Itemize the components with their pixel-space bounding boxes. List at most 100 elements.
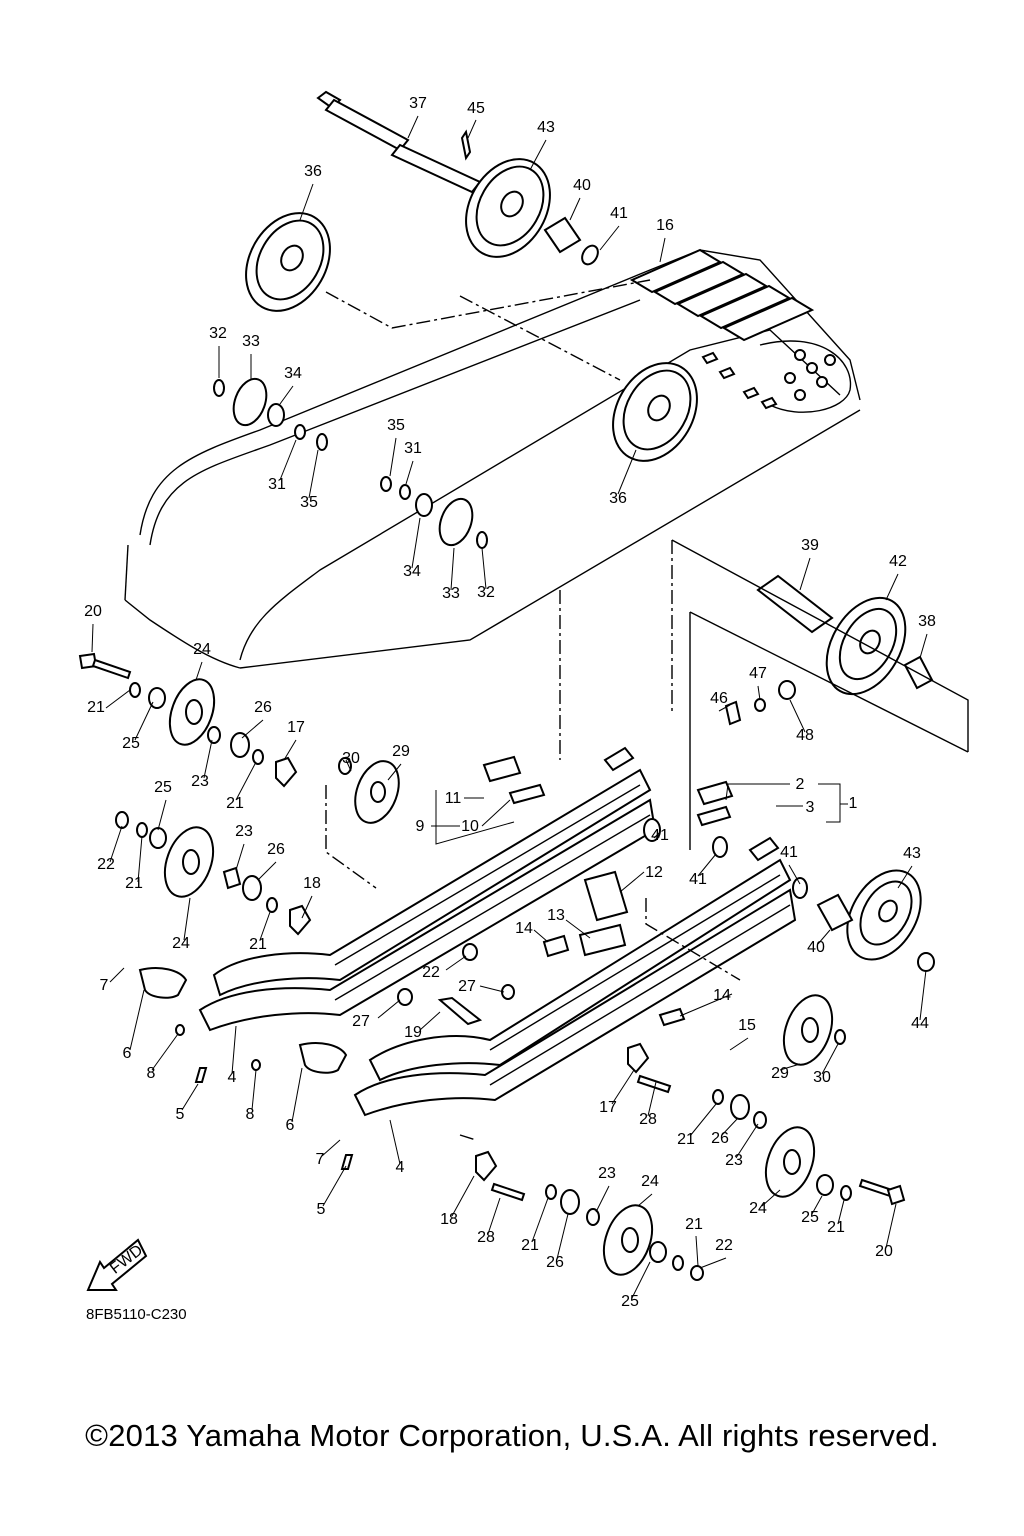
callout-21: 21 <box>125 875 143 892</box>
callout-31: 31 <box>404 440 422 457</box>
callout-47: 47 <box>749 665 767 682</box>
rear-axle-assembly <box>671 539 969 850</box>
callout-7: 7 <box>316 1151 325 1168</box>
callout-13: 13 <box>547 907 565 924</box>
callout-21: 21 <box>249 936 267 953</box>
callout-26: 26 <box>267 841 285 858</box>
callout-36: 36 <box>304 163 322 180</box>
callout-1: 1 <box>849 795 858 812</box>
callout-4: 4 <box>396 1159 405 1176</box>
callout-17: 17 <box>287 719 305 736</box>
axle-37 <box>316 90 482 194</box>
callout-25: 25 <box>801 1209 819 1226</box>
callout-41: 41 <box>651 827 669 844</box>
callout-30: 30 <box>813 1069 831 1086</box>
callout-21: 21 <box>827 1219 845 1236</box>
callout-25: 25 <box>154 779 172 796</box>
callout-46: 46 <box>710 690 728 707</box>
callout-28: 28 <box>477 1229 495 1246</box>
callout-24: 24 <box>193 641 211 658</box>
callout-24: 24 <box>172 935 190 952</box>
callout-17: 17 <box>599 1099 617 1116</box>
callout-23: 23 <box>598 1165 616 1182</box>
callout-21: 21 <box>677 1131 695 1148</box>
wheel-36-top <box>245 212 331 312</box>
callout-40: 40 <box>573 177 591 194</box>
callout-22: 22 <box>715 1237 733 1254</box>
wheel-43-top <box>465 158 551 258</box>
callout-41: 41 <box>780 844 798 861</box>
callout-48: 48 <box>796 727 814 744</box>
callout-39: 39 <box>801 537 819 554</box>
callout-30: 30 <box>342 750 360 767</box>
callout-35: 35 <box>300 494 318 511</box>
callout-5: 5 <box>176 1106 185 1123</box>
track-cleats <box>629 248 852 413</box>
callout-21: 21 <box>226 795 244 812</box>
callout-43: 43 <box>537 119 555 136</box>
callout-19: 19 <box>404 1024 422 1041</box>
callout-29: 29 <box>771 1065 789 1082</box>
callout-14: 14 <box>713 987 731 1004</box>
callout-21: 21 <box>685 1216 703 1233</box>
callout-26: 26 <box>546 1254 564 1271</box>
callout-14: 14 <box>515 920 533 937</box>
callout-38: 38 <box>918 613 936 630</box>
callout-16: 16 <box>656 217 674 234</box>
callout-18: 18 <box>303 875 321 892</box>
callout-34: 34 <box>403 563 421 580</box>
callout-7: 7 <box>100 977 109 994</box>
callout-21: 21 <box>87 699 105 716</box>
callout-15: 15 <box>738 1017 756 1034</box>
bushing-40-top <box>543 216 599 266</box>
callout-41: 41 <box>610 205 628 222</box>
callout-32: 32 <box>477 584 495 601</box>
callout-23: 23 <box>235 823 253 840</box>
callout-36: 36 <box>609 490 627 507</box>
callout-25: 25 <box>621 1293 639 1310</box>
center-lines <box>325 279 741 1141</box>
rail-right <box>353 836 797 1117</box>
callout-6: 6 <box>286 1117 295 1134</box>
callout-24: 24 <box>749 1200 767 1217</box>
callout-45: 45 <box>467 100 485 117</box>
callout-21: 21 <box>521 1237 539 1254</box>
callout-20: 20 <box>84 603 102 620</box>
leader-lines <box>91 115 928 1299</box>
callout-28: 28 <box>639 1111 657 1128</box>
callout-22: 22 <box>97 856 115 873</box>
callout-9: 9 <box>416 818 425 835</box>
wheel-36-mid <box>612 362 698 462</box>
callout-6: 6 <box>123 1045 132 1062</box>
callout-8: 8 <box>147 1065 156 1082</box>
callout-24: 24 <box>641 1173 659 1190</box>
callout-8: 8 <box>246 1106 255 1123</box>
upper-small-parts <box>213 377 488 549</box>
callout-11: 11 <box>445 790 462 807</box>
callout-32: 32 <box>209 325 227 342</box>
callout-44: 44 <box>911 1015 929 1032</box>
callout-25: 25 <box>122 735 140 752</box>
callout-5: 5 <box>317 1201 326 1218</box>
fwd-arrow-icon <box>86 1238 148 1291</box>
callout-10: 10 <box>461 818 479 835</box>
callout-4: 4 <box>228 1069 237 1086</box>
callout-23: 23 <box>725 1152 743 1169</box>
callout-23: 23 <box>191 773 209 790</box>
callout-12: 12 <box>645 864 663 881</box>
small-hardware <box>78 652 935 1281</box>
callout-26: 26 <box>711 1130 729 1147</box>
callout-29: 29 <box>392 743 410 760</box>
callout-26: 26 <box>254 699 272 716</box>
callout-31: 31 <box>268 476 286 493</box>
callout-35: 35 <box>387 417 405 434</box>
callout-27: 27 <box>458 978 476 995</box>
callout-33: 33 <box>442 585 460 602</box>
callout-37: 37 <box>409 95 427 112</box>
copyright-notice: ©2013 Yamaha Motor Corporation, U.S.A. A… <box>85 1418 939 1453</box>
lower-wheels <box>163 678 922 1276</box>
callout-22: 22 <box>422 964 440 981</box>
callout-3: 3 <box>806 799 815 816</box>
callout-41: 41 <box>689 871 707 888</box>
